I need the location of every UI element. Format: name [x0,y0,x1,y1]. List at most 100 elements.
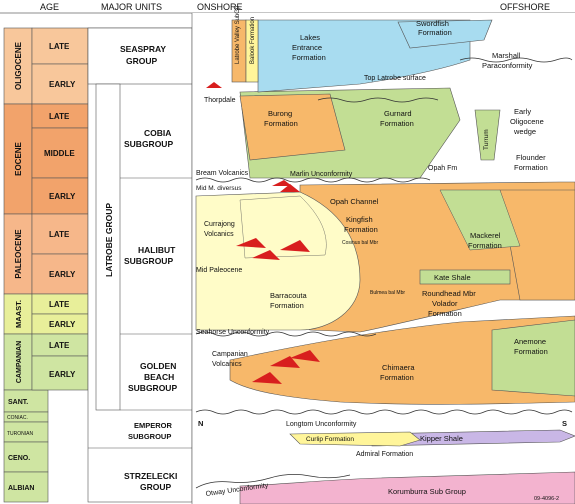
fm-eow-2: Oligocene [510,117,544,126]
epoch-sant: SANT. [8,399,28,406]
fm-kate: Kate Shale [434,273,471,282]
fm-roundhead: Roundhead Mbr [422,289,476,298]
main-panel: Latrobe Valley SubGp Balook Formation La… [192,5,575,504]
unit-strzelecki-line1: STRZELECKI [124,471,177,481]
fm-lakes: Lakes [300,33,320,42]
fm-s: S [562,419,567,428]
sub-camp-late: LATE [49,341,70,350]
fm-burong-formation: Formation [264,119,298,128]
figure-id: 09-4096-2 [534,496,559,502]
unit-halibut-line2: SUBGROUP [124,256,173,266]
fm-burong: Burong [268,109,292,118]
fm-swordfish-formation: Formation [418,28,452,37]
fm-opah: Opah Fm [428,165,457,172]
unit-halibut-line1: HALIBUT [138,245,176,255]
fm-swordfish: Swordfish [416,19,449,28]
header-row: AGE MAJOR UNITS ONSHORE OFFSHORE [0,0,575,13]
fm-turrum: Turrum [483,129,490,150]
fm-admiral: Admiral Formation [356,451,413,458]
fm-balook: Balook Formation [250,17,256,64]
fm-bulmea: Bulmea bal Mbr [370,290,405,296]
fm-entrance: Entrance [292,43,322,52]
major-units-column: SEASPRAY GROUP COBIA SUBGROUP HALIBUT SU… [88,28,192,502]
fm-eow-3: wedge [513,127,536,136]
fm-lakes-formation: Formation [292,53,326,62]
unit-strzelecki-line2: GROUP [140,482,172,492]
fm-korumburra: Korumburra Sub Group [388,487,466,496]
fm-opah-channel: Opah Channel [330,197,379,206]
fm-bream: Bream Volcanics [196,170,249,177]
epoch-maast: MAAST. [14,300,23,328]
fm-curlip: Curlip Formation [306,436,354,443]
fm-anemone: Anemone [514,337,546,346]
epoch-ceno: CENO. [8,455,30,462]
unit-seaspray-line1: SEASPRAY [120,44,166,54]
fm-marlin-unconf: Marlin Unconformity [290,171,353,178]
sub-pal-late: LATE [49,230,70,239]
unit-emperor-line1: EMPEROR [134,421,173,430]
epoch-campanian: CAMPANIAN [16,341,23,383]
fm-mackerel-formation: Formation [468,241,502,250]
fm-mackerel: Mackerel [470,231,501,240]
fm-barracouta-formation: Formation [270,301,304,310]
header-age: AGE [40,2,59,12]
unit-gb-line1: GOLDEN [140,361,176,371]
fm-campanian-2: Volcanics [212,361,242,368]
fm-currajong: Currajong [204,221,235,228]
unit-emperor-line2: SUBGROUP [128,432,171,441]
header-major-units: MAJOR UNITS [101,2,162,12]
sub-eoc-late: LATE [49,112,70,121]
fm-volador-formation: Formation [428,309,462,318]
fm-top-latrobe: Top Latrobe surface [364,75,426,82]
age-column: OLIGOCENE EOCENE PALEOCENE MAAST. CAMPAN… [4,28,88,502]
fm-mid-diversus: Mid M. diversus [196,185,242,192]
unit-seaspray-line2: GROUP [126,56,158,66]
epoch-turonian: TURONIAN [7,431,34,437]
fm-gurnard-formation: Formation [380,119,414,128]
fm-kingfish: Kingfish [346,215,373,224]
fm-gurnard: Gurnard [384,109,412,118]
sub-eoc-middle: MIDDLE [44,149,75,158]
epoch-paleocene: PALEOCENE [14,229,23,279]
fm-chimaera: Chimaera [382,363,415,372]
unit-cobia-line2: SUBGROUP [124,139,173,149]
fm-kingfish-formation: Formation [344,225,378,234]
fm-marshall: Marshall [492,51,521,60]
sub-olig-early: EARLY [49,80,76,89]
fm-flounder-formation: Formation [514,163,548,172]
sub-maast-late: LATE [49,300,70,309]
fm-n: N [198,419,203,428]
unit-latrobe: LATROBE GROUP [104,203,114,277]
epoch-eocene: EOCENE [14,141,23,175]
epoch-albian: ALBIAN [8,485,34,492]
sub-pal-early: EARLY [49,270,76,279]
fm-currajong-v: Volcanics [204,231,234,238]
fm-longtom: Longtom Unconformity [286,421,357,428]
fm-seahorse: Seahorse Unconformity [196,329,270,336]
anemone-unit [492,320,575,396]
fm-mid-paleocene: Mid Paleocene [196,267,242,274]
unit-cobia-line1: COBIA [144,128,171,138]
sub-maast-early: EARLY [49,320,76,329]
fm-anemone-formation: Formation [514,347,548,356]
fm-campanian-1: Campanian [212,351,248,358]
fm-marshall-para: Paraconformity [482,61,533,70]
fm-latrobe-valley: Latrobe Valley SubGp [235,5,241,64]
fm-kipper: Kipper Shale [420,434,463,443]
fm-volador: Volador [432,299,458,308]
epoch-oligocene: OLIGOCENE [14,41,23,90]
fm-cosinus: Cosinus bal Mbr [342,240,378,246]
header-offshore: OFFSHORE [500,2,550,12]
fm-eow-1: Early [514,107,531,116]
unit-gb-line3: SUBGROUP [128,383,177,393]
sub-camp-early: EARLY [49,370,76,379]
sub-olig-late: LATE [49,42,70,51]
fm-chimaera-formation: Formation [380,373,414,382]
fm-barracouta: Barracouta [270,291,308,300]
fm-thorpdale: Thorpdale [204,97,236,104]
epoch-coniac: CONIAC. [7,415,28,421]
sub-eoc-early: EARLY [49,192,76,201]
unit-gb-line2: BEACH [144,372,174,382]
fm-flounder: Flounder [516,153,546,162]
